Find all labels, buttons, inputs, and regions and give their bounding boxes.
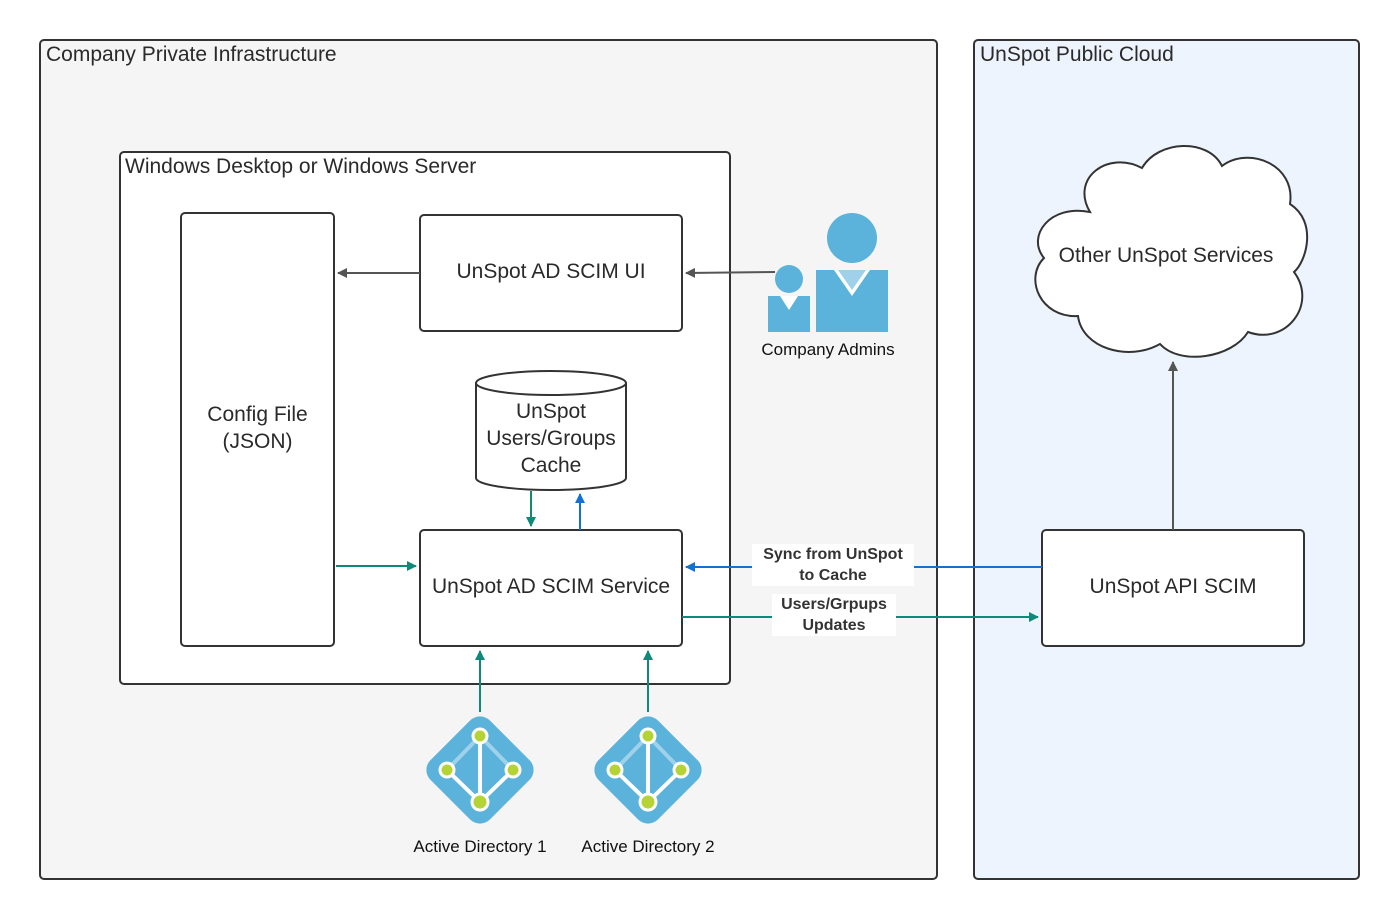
company-admins-icon <box>768 213 888 332</box>
active-directory-1-icon <box>426 716 534 824</box>
sync-edge-label-line2: to Cache <box>799 567 867 584</box>
config-file-label: Config File (JSON) <box>181 213 334 643</box>
scim-service-box <box>419 529 683 647</box>
api-scim-label: UnSpot API SCIM <box>1089 574 1257 598</box>
updates-edge-label-line2: Updates <box>802 617 866 634</box>
other-services-label: Other UnSpot Services <box>1058 243 1274 267</box>
cache-label-line2: Users/Groups <box>486 426 616 450</box>
admins-to-ui-arrow <box>685 267 776 278</box>
active-directory-2-label: Active Directory 2 <box>581 837 715 856</box>
other-services-cloud <box>1034 145 1308 358</box>
windows-region-title: Windows Desktop or Windows Server <box>125 155 477 178</box>
active-directory-1-label: Active Directory 1 <box>413 837 547 856</box>
company-admins-label: Company Admins <box>761 340 895 359</box>
cache-cylinder <box>475 370 627 491</box>
config-file-label-line2: (JSON) <box>222 430 293 453</box>
updates-edge-label: Users/Grpups Updates <box>772 594 896 636</box>
cache-label-line1: UnSpot <box>515 399 587 423</box>
sync-edge-label: Sync from UnSpot to Cache <box>752 544 914 586</box>
sync-edge-label-line1: Sync from UnSpot <box>763 546 903 563</box>
config-file-label-line1: Config File <box>207 403 308 426</box>
scim-ui-label: UnSpot AD SCIM UI <box>456 259 646 283</box>
active-directory-2-icon <box>594 716 702 824</box>
private-region-title: Company Private Infrastructure <box>46 43 337 66</box>
cloud-region-title: UnSpot Public Cloud <box>980 43 1174 66</box>
config-file-box <box>180 212 335 647</box>
cache-label: UnSpot Users/Groups Cache <box>476 396 626 480</box>
updates-edge-label-line1: Users/Grpups <box>781 596 887 613</box>
scim-service-label: UnSpot AD SCIM Service <box>431 574 671 598</box>
cache-label-line3: Cache <box>520 453 582 477</box>
